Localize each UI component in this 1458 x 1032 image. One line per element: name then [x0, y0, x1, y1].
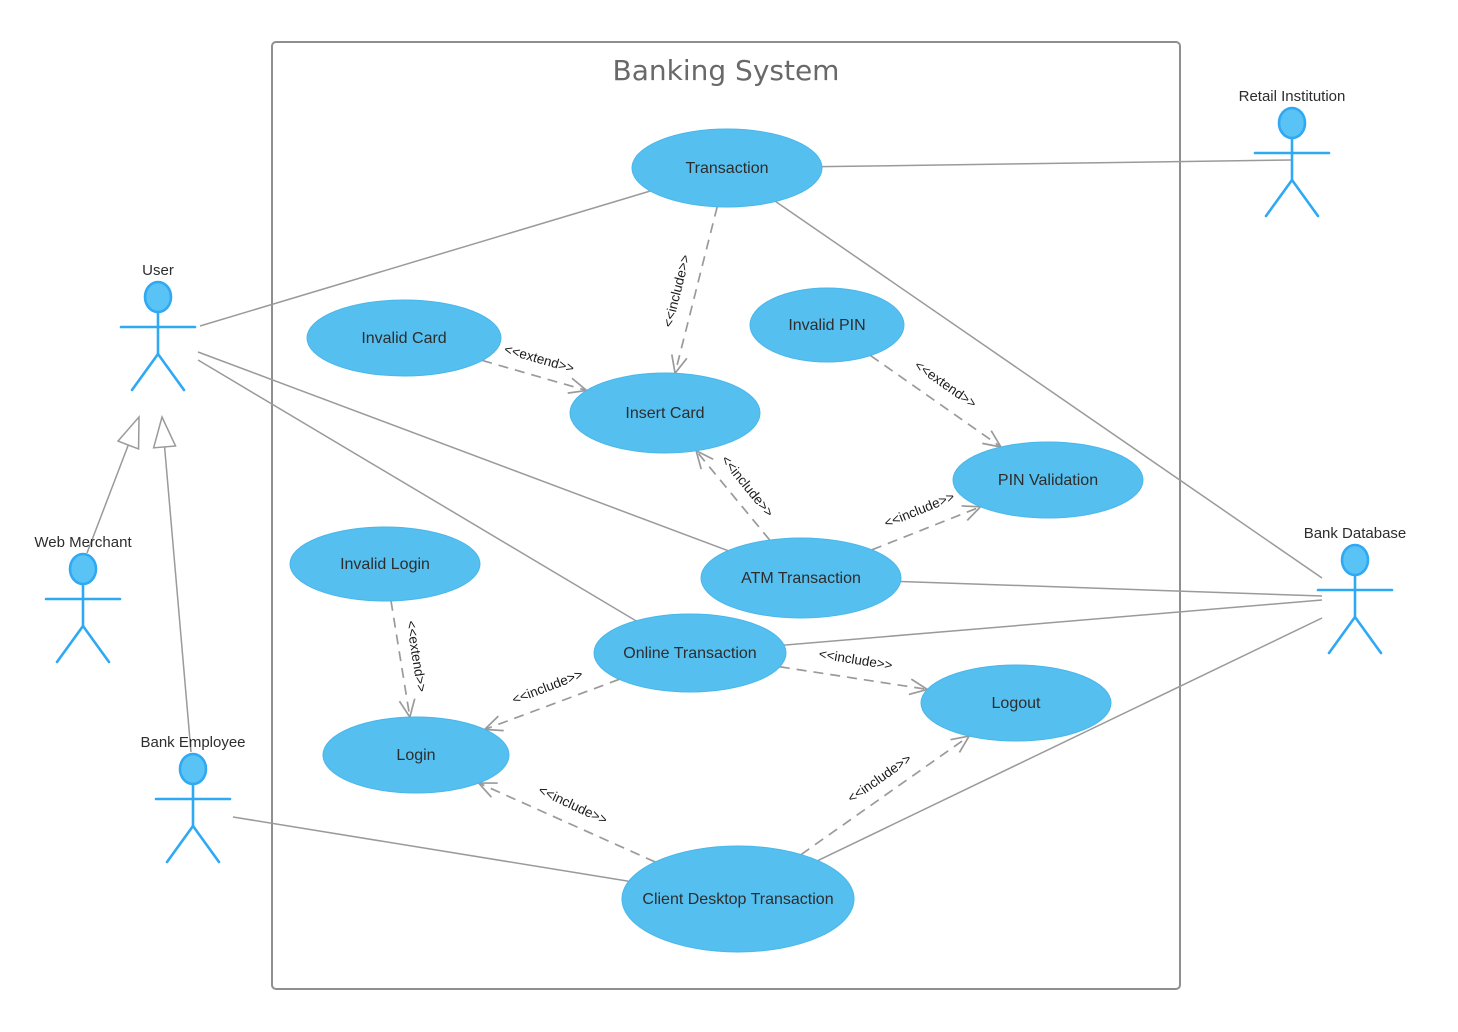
dependency-stereotype-label: <<include>> — [845, 751, 915, 806]
dependency-stereotype-label: <<extend>> — [403, 620, 429, 694]
actor-label: Retail Institution — [1239, 88, 1346, 105]
actor-head-icon — [143, 280, 173, 314]
association-online_transaction-bank_database — [783, 599, 1323, 646]
generalization-bank_employee-user — [152, 414, 192, 753]
open-arrowhead-icon — [961, 505, 983, 521]
association-transaction-retail_institution — [821, 159, 1293, 168]
usecase-online_transaction: Online Transaction — [593, 613, 787, 693]
dependency-invalid_login-login: <<extend>> — [390, 600, 430, 720]
usecase-ellipse — [952, 441, 1144, 519]
usecase-invalid_login: Invalid Login — [289, 526, 481, 602]
system-boundary — [271, 41, 1181, 990]
usecase-ellipse — [749, 287, 905, 363]
usecase-label: ATM Transaction — [741, 570, 861, 587]
dependency-stereotype-label: <<include>> — [718, 453, 776, 520]
association-atm_transaction-bank_database — [900, 580, 1323, 597]
usecase-login: Login — [322, 716, 510, 794]
usecase-client_desktop: Client Desktop Transaction — [621, 845, 855, 953]
dependency-stereotype-label: <<extend>> — [503, 342, 577, 376]
usecase-label: Invalid Login — [340, 556, 430, 573]
actor-bank_employee: Bank Employee — [140, 734, 246, 864]
hollow-triangle-icon — [152, 414, 177, 449]
usecase-atm_transaction: ATM Transaction — [700, 537, 902, 619]
diagram-title: Banking System — [613, 54, 840, 87]
usecase-pin_validation: PIN Validation — [952, 441, 1144, 519]
actor-head-icon — [1277, 106, 1307, 140]
dependency-stereotype-label: <<extend>> — [912, 357, 980, 411]
dependency-transaction-insert_card: <<include>> — [660, 206, 719, 376]
usecase-ellipse — [920, 664, 1112, 742]
actor-head-icon — [178, 752, 208, 786]
usecase-transaction: Transaction — [631, 128, 823, 208]
usecase-label: Online Transaction — [623, 645, 756, 662]
usecase-label: Invalid Card — [361, 330, 446, 347]
usecase-invalid_pin: Invalid PIN — [749, 287, 905, 363]
dependency-invalid_card-insert_card: <<extend>> — [481, 342, 589, 394]
usecase-label: Invalid PIN — [788, 317, 865, 334]
hollow-triangle-icon — [116, 414, 140, 451]
actor-label: Bank Database — [1304, 525, 1407, 542]
dependency-online_transaction-login: <<include>> — [482, 666, 620, 732]
association-user-online_transaction — [197, 359, 637, 622]
dependency-stereotype-label: <<include>> — [536, 782, 610, 827]
actor-label: User — [142, 262, 174, 279]
usecase-label: PIN Validation — [998, 472, 1098, 489]
dependency-invalid_pin-pin_validation: <<extend>> — [870, 354, 1003, 449]
actor-head-icon — [1340, 543, 1370, 577]
usecase-label: Logout — [992, 695, 1041, 712]
usecase-ellipse — [322, 716, 510, 794]
dependency-client_desktop-login: <<include>> — [476, 782, 656, 863]
usecase-label: Transaction — [686, 160, 769, 177]
usecase-label: Insert Card — [625, 405, 704, 422]
actor-head-icon — [68, 552, 98, 586]
actor-retail_institution: Retail Institution — [1239, 88, 1346, 218]
actor-label: Bank Employee — [140, 734, 245, 751]
dependency-online_transaction-logout: <<include>> — [779, 646, 930, 696]
actor-web_merchant: Web Merchant — [34, 534, 132, 664]
usecase-ellipse — [700, 537, 902, 619]
open-arrowhead-icon — [398, 698, 416, 720]
open-arrowhead-icon — [950, 734, 971, 753]
usecase-ellipse — [306, 299, 502, 377]
association-client_desktop-bank_database — [817, 617, 1323, 862]
usecase-ellipse — [593, 613, 787, 693]
dependency-stereotype-label: <<include>> — [510, 666, 585, 707]
usecase-logout: Logout — [920, 664, 1112, 742]
actor-bank_database: Bank Database — [1304, 525, 1407, 655]
dependency-stereotype-label: <<include>> — [882, 489, 957, 531]
usecase-invalid_card: Invalid Card — [306, 299, 502, 377]
usecase-label: Login — [396, 747, 435, 764]
dependency-client_desktop-logout: <<include>> — [800, 734, 971, 856]
actor-user: User — [119, 262, 197, 392]
generalization-web_merchant-user — [86, 414, 140, 554]
association-user-transaction — [199, 190, 651, 327]
usecase-insert_card: Insert Card — [569, 372, 761, 454]
usecase-ellipse — [631, 128, 823, 208]
dependency-atm_transaction-insert_card: <<include>> — [694, 449, 777, 541]
usecase-ellipse — [289, 526, 481, 602]
usecase-ellipse — [569, 372, 761, 454]
usecase-ellipse — [621, 845, 855, 953]
association-transaction-bank_database — [775, 200, 1323, 579]
dependency-stereotype-label: <<include>> — [818, 646, 894, 672]
dependency-stereotype-label: <<include>> — [660, 253, 693, 329]
usecase-label: Client Desktop Transaction — [642, 891, 833, 908]
association-user-atm_transaction — [197, 351, 729, 552]
actor-label: Web Merchant — [34, 534, 132, 551]
association-bank_employee-client_desktop — [232, 816, 629, 882]
